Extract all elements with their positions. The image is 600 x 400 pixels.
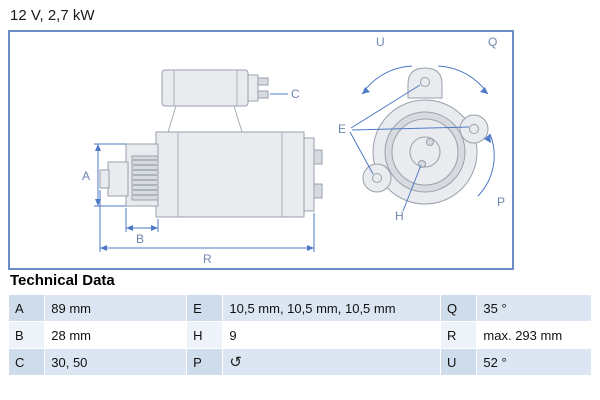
- table-row: B 28 mm H 9 R max. 293 mm: [7, 321, 592, 349]
- front-view-drawing: [362, 67, 489, 205]
- table-row: C 30, 50 P ↺ U 52 °: [7, 348, 592, 376]
- tech-key-r: R: [440, 321, 478, 349]
- tech-value-r: max. 293 mm: [476, 321, 592, 349]
- dim-label-r: R: [203, 252, 212, 266]
- tech-key-q: Q: [440, 294, 478, 322]
- side-view-drawing: [99, 69, 323, 218]
- dim-label-a: A: [82, 169, 90, 183]
- tech-key-u: U: [440, 348, 478, 376]
- tech-key-a: A: [7, 294, 46, 322]
- dim-label-u: U: [376, 35, 385, 49]
- tech-key-c: C: [7, 348, 46, 376]
- side-view-dimensions: A B R C: [82, 87, 315, 266]
- technical-data-heading: Technical Data: [10, 272, 115, 289]
- tech-key-h: H: [186, 321, 224, 349]
- tech-key-b: B: [7, 321, 46, 349]
- tech-value-b: 28 mm: [44, 321, 188, 349]
- page-title: 12 V, 2,7 kW: [10, 7, 95, 24]
- tech-key-p: P: [186, 348, 224, 376]
- technical-data-table: A 89 mm E 10,5 mm, 10,5 mm, 10,5 mm Q 35…: [7, 294, 592, 376]
- front-view-dimensions: U Q E H P: [338, 35, 505, 223]
- dim-label-p: P: [497, 195, 505, 209]
- dim-label-h: H: [395, 209, 404, 223]
- dim-label-b: B: [136, 232, 144, 246]
- tech-key-e: E: [186, 294, 224, 322]
- tech-value-q: 35 °: [476, 294, 592, 322]
- dim-label-q: Q: [488, 35, 497, 49]
- table-row: A 89 mm E 10,5 mm, 10,5 mm, 10,5 mm Q 35…: [7, 294, 592, 322]
- tech-value-e: 10,5 mm, 10,5 mm, 10,5 mm: [222, 294, 442, 322]
- starter-motor-drawing: A B R C: [82, 35, 505, 266]
- dim-label-e: E: [338, 122, 346, 136]
- rotation-ccw-icon: ↺: [229, 353, 242, 371]
- tech-value-h: 9: [222, 321, 442, 349]
- tech-value-c: 30, 50: [44, 348, 188, 376]
- dim-label-c: C: [291, 87, 300, 101]
- tech-value-u: 52 °: [476, 348, 592, 376]
- tech-value-a: 89 mm: [44, 294, 188, 322]
- technical-drawing-box: A B R C: [8, 30, 514, 270]
